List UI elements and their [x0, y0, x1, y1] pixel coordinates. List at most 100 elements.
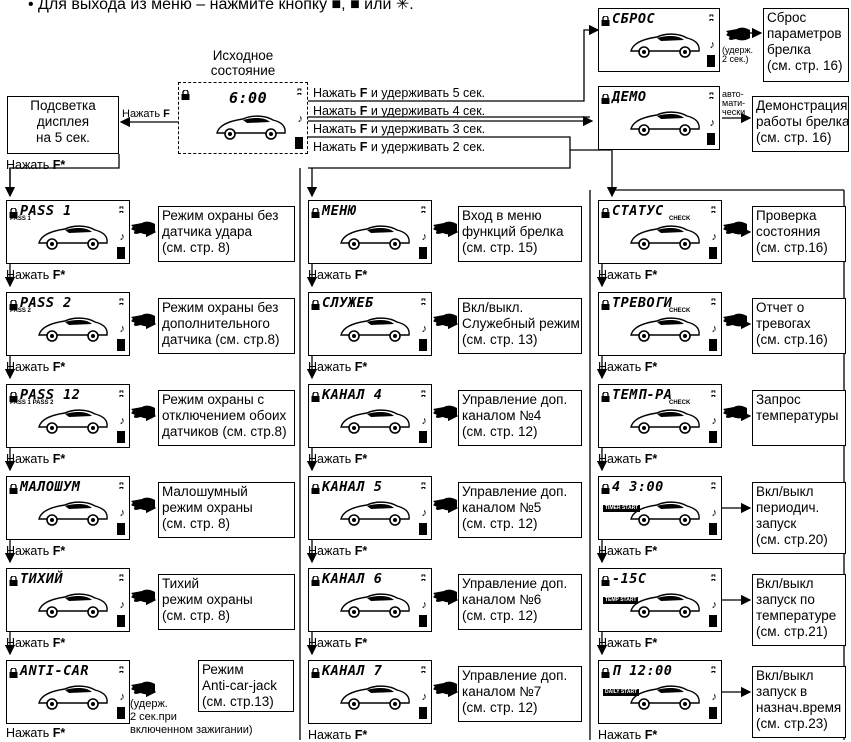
description-line: (см. стр.16) [756, 240, 828, 255]
lock-icon [181, 87, 190, 100]
car-icon [337, 495, 412, 529]
description-line: Режим охраны с [162, 392, 265, 407]
note-line: 2 сек.) [722, 54, 749, 64]
description-line: (см. стр.21) [756, 624, 828, 639]
hold-label: Нажать F и удерживать 2 сек. [313, 140, 486, 154]
music-note-icon: ♪ [421, 691, 428, 703]
description-line: (см. стр. 8) [162, 516, 230, 531]
hand-press-icon [130, 404, 156, 420]
description-line: Запрос [756, 392, 801, 407]
lock-icon [601, 205, 610, 218]
lock-icon [9, 205, 18, 218]
battery-icon [117, 707, 125, 719]
description-line: температуры [756, 408, 839, 423]
asterisk-icon: ✳. [391, 0, 414, 13]
lock-icon [311, 665, 320, 678]
battery-icon [419, 615, 427, 627]
car-icon [627, 219, 702, 253]
hand-press-icon [130, 312, 156, 328]
description-line: каналом №5 [462, 500, 542, 515]
description-line: каналом №7 [462, 684, 542, 699]
music-note-icon: ♪ [711, 415, 718, 427]
lcd-subtext: PASS 2 [10, 308, 31, 314]
description-line: датчика удара [162, 224, 253, 239]
battery-icon [707, 133, 715, 145]
lock-icon [311, 297, 320, 310]
description-line: Вход в меню [462, 208, 542, 223]
battery-icon [709, 615, 717, 627]
car-icon [627, 311, 702, 345]
hand-press-icon [130, 588, 156, 604]
press-f-label: Нажать F* [308, 636, 368, 650]
hand-press-icon [130, 220, 156, 236]
description-line: (см. стр. 15) [462, 240, 538, 255]
lcd-text: СЛУЖЕБ [322, 295, 374, 311]
description-line: Режим охраны без [162, 300, 279, 315]
press-f-label: Нажать F* [6, 158, 66, 172]
description-line: брелка [767, 42, 811, 57]
music-note-icon: ♪ [119, 415, 126, 427]
car-icon [627, 27, 702, 61]
car-icon [337, 403, 412, 437]
press-f-label: Нажать F* [598, 636, 658, 650]
description-line: (см. стр. 13) [462, 332, 538, 347]
hand-press-icon [722, 404, 748, 420]
music-note-icon: ♪ [709, 117, 716, 129]
description-line: (см. стр. 12) [462, 516, 538, 531]
lock-icon [311, 573, 320, 586]
hand-press-icon [725, 26, 751, 42]
antenna-icon: ʭ [710, 573, 716, 583]
hand-press-icon [432, 220, 458, 236]
description-line: (см. стр. 12) [462, 608, 538, 623]
description-line: каналом №6 [462, 592, 542, 607]
description-line: (см. стр.16) [756, 332, 828, 347]
antenna-icon: ʭ [420, 573, 426, 583]
press-f-label: Нажать F* [598, 360, 658, 374]
lock-icon: ■, ■ [327, 0, 365, 13]
description-line: Anti-car-jack [202, 678, 278, 693]
lcd-text: МЕНЮ [322, 203, 357, 219]
description-line: (см. стр.23) [756, 716, 828, 731]
car-icon [627, 495, 702, 529]
description-line: (см. стр. 12) [462, 424, 538, 439]
press-f-label: Нажать F* [598, 452, 658, 466]
music-note-icon: ♪ [119, 691, 126, 703]
antenna-icon: ʭ [420, 297, 426, 307]
press-f-label: Нажать F* [6, 726, 66, 740]
lcd-start-tag: TIMER START [603, 505, 641, 512]
music-note-icon: ♪ [119, 599, 126, 611]
lcd-text: PASS 1 [20, 203, 72, 219]
lcd-text: PASS 12 [20, 387, 81, 403]
description-line: (см. стр. 8) [162, 240, 230, 255]
description-box: Управление доп.каналом №7(см. стр. 12) [458, 666, 582, 722]
description-box: Вкл/выкл.Служебный режим(см. стр. 13) [458, 298, 582, 354]
lcd-text: ТРЕВОГИ [612, 295, 673, 311]
antenna-icon: ʭ [118, 573, 124, 583]
music-note-icon: ♪ [421, 599, 428, 611]
press-f-label: Нажать F* [308, 452, 368, 466]
battery-icon [709, 707, 717, 719]
hand-press-icon [722, 220, 748, 236]
lcd-text: PASS 2 [20, 295, 72, 311]
description-line: Вкл/выкл [756, 668, 814, 683]
music-note-icon: ♪ [421, 231, 428, 243]
header-text: • Для выхода из меню – нажмите кнопку [28, 0, 328, 13]
press-f-label: Нажать F* [308, 360, 368, 374]
description-line: (см. стр. 16) [767, 58, 843, 73]
description-line: (см. стр. 16) [756, 130, 832, 145]
